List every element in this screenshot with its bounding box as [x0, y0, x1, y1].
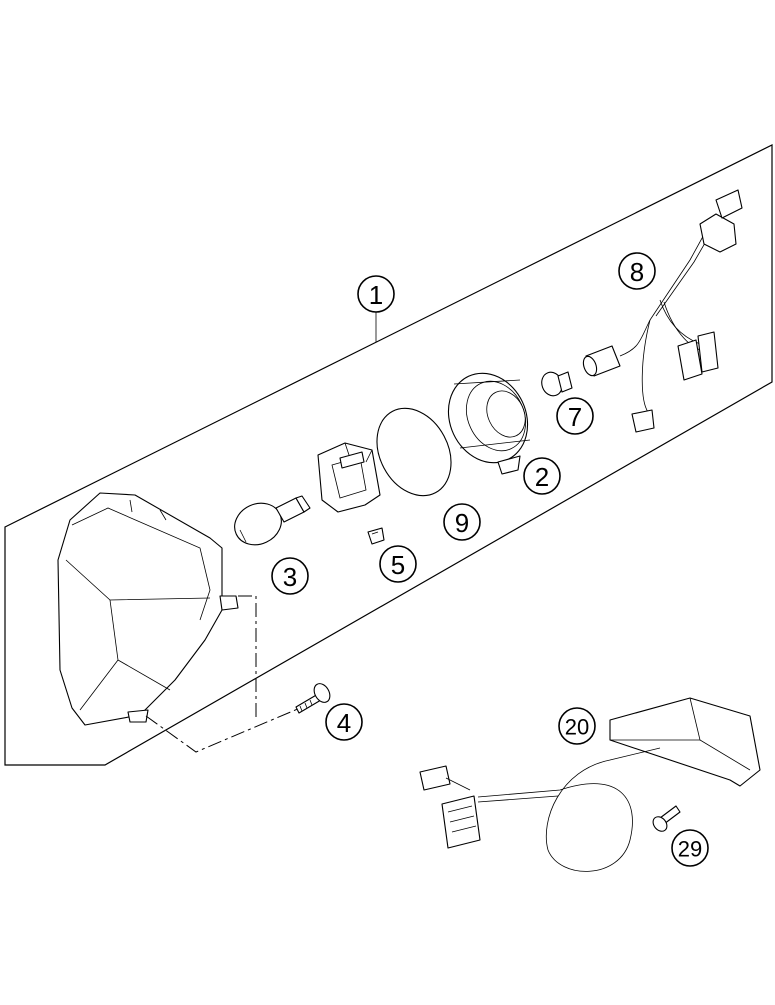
callout-4: 4	[325, 703, 363, 741]
headlight-bulb[interactable]	[228, 495, 311, 553]
headlight-mask[interactable]	[57, 492, 239, 726]
callout-2-label: 2	[535, 462, 549, 492]
callout-9: 9	[443, 503, 481, 541]
bulb-holder[interactable]	[317, 442, 381, 513]
callout-7-label: 7	[568, 402, 582, 432]
callout-8: 8	[618, 252, 656, 290]
reflector[interactable]	[434, 360, 542, 475]
parking-bulb[interactable]	[538, 369, 573, 398]
wiring-harness[interactable]	[581, 189, 743, 433]
callout-29-label: 29	[678, 837, 702, 862]
retaining-clip[interactable]	[367, 527, 385, 545]
callout-29: 29	[671, 829, 709, 867]
light-cable[interactable]	[419, 747, 661, 872]
callout-5-label: 5	[391, 550, 405, 580]
callout-2: 2	[523, 457, 561, 495]
callout-4-label: 4	[337, 708, 351, 738]
callout-20: 20	[558, 707, 596, 745]
callout-3-label: 3	[283, 562, 297, 592]
callout-5: 5	[379, 545, 417, 583]
callout-9-label: 9	[455, 508, 469, 538]
lens-gasket[interactable]	[362, 395, 465, 508]
callout-20-label: 20	[565, 715, 589, 740]
callout-1: 1	[357, 275, 395, 313]
license-plate-bracket[interactable]	[609, 697, 761, 787]
small-screw[interactable]	[650, 805, 681, 834]
mounting-leader-lines	[145, 595, 301, 753]
mounting-screw[interactable]	[295, 681, 333, 714]
callout-8-label: 8	[630, 257, 644, 287]
callout-3: 3	[271, 557, 309, 595]
callout-1-label: 1	[369, 280, 383, 310]
callout-7: 7	[556, 397, 594, 435]
assembly-frame	[4, 144, 773, 766]
